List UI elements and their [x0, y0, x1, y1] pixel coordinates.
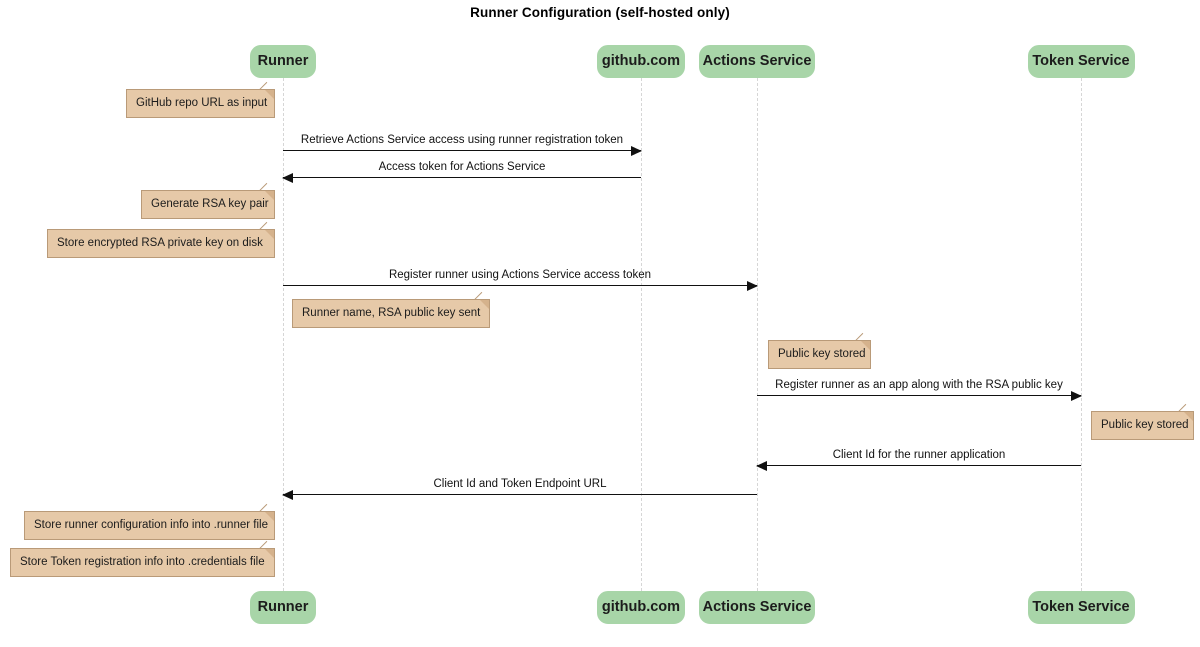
message-label-client-id-and-token-endpoint: Client Id and Token Endpoint URL — [433, 477, 607, 490]
message-label-register-runner-as-app: Register runner as an app along with the… — [775, 378, 1063, 391]
note-text-runner-name-rsa-public: Runner name, RSA public key sent — [302, 306, 481, 319]
note-text-public-key-stored-1: Public key stored — [778, 347, 866, 360]
note-store-runner-config: Store runner configuration info into .ru… — [24, 503, 275, 540]
note-runner-name-rsa-public: Runner name, RSA public key sent — [292, 291, 490, 328]
message-client-id-and-token-endpoint: Client Id and Token Endpoint URL — [282, 478, 757, 500]
message-retrieve-actions-access: Retrieve Actions Service access using ru… — [283, 134, 642, 156]
note-text-generate-rsa-key-pair: Generate RSA key pair — [151, 197, 269, 210]
arrowhead-right-icon — [631, 145, 642, 156]
note-fold-corner-icon — [1184, 412, 1193, 421]
note-text-store-encrypted-rsa: Store encrypted RSA private key on disk — [57, 236, 263, 249]
lifeline-actions — [757, 78, 758, 591]
page-title: Runner Configuration (self-hosted only) — [470, 5, 730, 20]
message-label-register-runner: Register runner using Actions Service ac… — [388, 268, 652, 281]
note-generate-rsa-key-pair: Generate RSA key pair — [141, 182, 275, 219]
note-github-repo-url: GitHub repo URL as input — [126, 81, 275, 118]
participant-runner-top[interactable]: Runner — [250, 45, 316, 78]
message-label-access-token-for-actions: Access token for Actions Service — [378, 160, 546, 173]
participant-token-bottom[interactable]: Token Service — [1027, 591, 1135, 624]
note-text-public-key-stored-2: Public key stored — [1101, 418, 1189, 431]
participant-actions-bottom[interactable]: Actions Service — [699, 591, 815, 624]
participant-github-top[interactable]: github.com — [597, 45, 685, 78]
lifeline-runner — [283, 78, 284, 591]
message-register-runner: Register runner using Actions Service ac… — [283, 269, 758, 291]
note-store-encrypted-rsa: Store encrypted RSA private key on disk — [47, 221, 275, 258]
note-public-key-stored-2: Public key stored — [1091, 403, 1194, 440]
note-fold-corner-icon — [265, 90, 274, 99]
note-fold-corner-icon — [265, 549, 274, 558]
arrowhead-right-icon — [1071, 390, 1082, 401]
arrowhead-left-icon — [282, 489, 293, 500]
note-fold-corner-icon — [265, 230, 274, 239]
note-text-store-token-registration: Store Token registration info into .cred… — [20, 555, 265, 568]
note-text-github-repo-url: GitHub repo URL as input — [136, 96, 268, 109]
participant-github-bottom[interactable]: github.com — [597, 591, 685, 624]
note-fold-corner-icon — [861, 341, 870, 350]
note-fold-corner-icon — [265, 512, 274, 521]
arrowhead-left-icon — [282, 172, 293, 183]
note-public-key-stored-1: Public key stored — [768, 332, 871, 369]
note-store-token-registration: Store Token registration info into .cred… — [10, 540, 275, 577]
note-fold-corner-icon — [480, 300, 489, 309]
message-access-token-for-actions: Access token for Actions Service — [282, 161, 641, 183]
lifeline-github — [641, 78, 642, 591]
arrowhead-right-icon — [747, 280, 758, 291]
arrowhead-left-icon — [756, 460, 767, 471]
participant-token-top[interactable]: Token Service — [1027, 45, 1135, 78]
note-text-store-runner-config: Store runner configuration info into .ru… — [34, 518, 268, 531]
participant-runner-bottom[interactable]: Runner — [250, 591, 316, 624]
note-fold-corner-icon — [265, 191, 274, 200]
lifeline-token — [1081, 78, 1082, 591]
message-register-runner-as-app: Register runner as an app along with the… — [757, 379, 1082, 401]
message-client-id-for-runner-app: Client Id for the runner application — [756, 449, 1081, 471]
participant-actions-top[interactable]: Actions Service — [699, 45, 815, 78]
message-label-retrieve-actions-access: Retrieve Actions Service access using ru… — [300, 133, 624, 146]
message-label-client-id-for-runner-app: Client Id for the runner application — [832, 448, 1006, 461]
